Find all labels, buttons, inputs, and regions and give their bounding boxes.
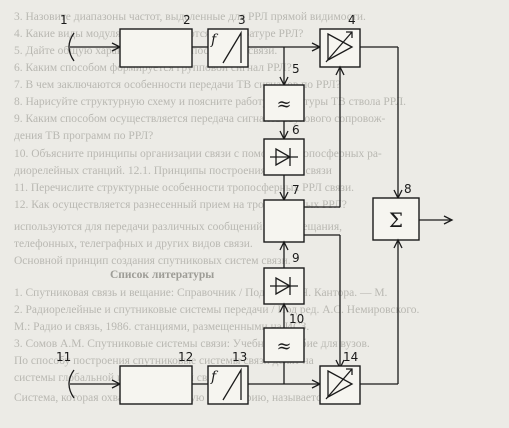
bleed-text-line: диорелейных станций. 12.1. Принципы пост… bbox=[14, 165, 332, 177]
tilde-10-label: ≈ bbox=[276, 336, 291, 357]
label-10: 10 bbox=[289, 312, 304, 326]
label-3: 3 bbox=[238, 13, 246, 27]
block-6-detector bbox=[263, 138, 305, 176]
bleed-text-line: используются для передачи различных сооб… bbox=[14, 221, 342, 233]
label-7: 7 bbox=[292, 183, 300, 197]
block-7 bbox=[263, 199, 305, 243]
block-3-filter: f bbox=[207, 28, 249, 68]
block-9-detector bbox=[263, 267, 305, 305]
block-2 bbox=[119, 28, 193, 68]
bleed-text-line: телефонных, телеграфных и других видов с… bbox=[14, 238, 253, 250]
sum-sign: Σ bbox=[389, 208, 403, 232]
block-12 bbox=[119, 365, 193, 405]
label-12: 12 bbox=[178, 350, 193, 364]
tilde-5-label: ≈ bbox=[276, 94, 291, 115]
bleed-text-line: дения ТВ программ по РРЛ? bbox=[14, 130, 154, 142]
block-4-amplifier bbox=[319, 28, 361, 68]
label-5: 5 bbox=[292, 62, 300, 76]
bleed-text-line: 7. В чем заключаются особенности передач… bbox=[14, 79, 341, 91]
bleed-text-line: 2. Радиорелейные и спутниковые системы п… bbox=[14, 304, 420, 316]
block-13-filter: f bbox=[207, 365, 249, 405]
label-11: 11 bbox=[56, 350, 71, 364]
label-2: 2 bbox=[183, 13, 191, 27]
bleed-text-line: По способу построения спутниковые систем… bbox=[14, 355, 314, 367]
block-10-lowpass: ≈ bbox=[263, 327, 305, 363]
label-8: 8 bbox=[404, 182, 412, 196]
label-14: 14 bbox=[343, 350, 358, 364]
label-6: 6 bbox=[292, 123, 300, 137]
label-4: 4 bbox=[348, 13, 356, 27]
antenna-1-icon bbox=[68, 32, 122, 62]
bleed-text-line: Основной принцип создания спутниковых си… bbox=[14, 255, 291, 267]
bleed-text-line: Список литературы bbox=[110, 269, 215, 281]
bleed-text-line: М.: Радио и связь, 1986. станциями, разм… bbox=[14, 321, 310, 333]
label-13: 13 bbox=[232, 350, 247, 364]
filter-f-label-13: f bbox=[210, 369, 219, 385]
bleed-text-line: 3. Назовите диапазоны частот, выделенные… bbox=[14, 11, 366, 23]
bleed-text-line: 8. Нарисуйте структурную схему и пояснит… bbox=[14, 96, 406, 108]
bleed-text-line: 11. Перечислите структурные особенности … bbox=[14, 182, 354, 194]
filter-f-label: f bbox=[210, 32, 219, 48]
block-5-lowpass: ≈ bbox=[263, 84, 305, 122]
block-14-amplifier bbox=[319, 365, 361, 405]
label-1: 1 bbox=[60, 13, 68, 27]
label-9: 9 bbox=[292, 251, 300, 265]
block-8-summator: Σ bbox=[372, 197, 420, 241]
antenna-11-icon bbox=[68, 369, 122, 399]
